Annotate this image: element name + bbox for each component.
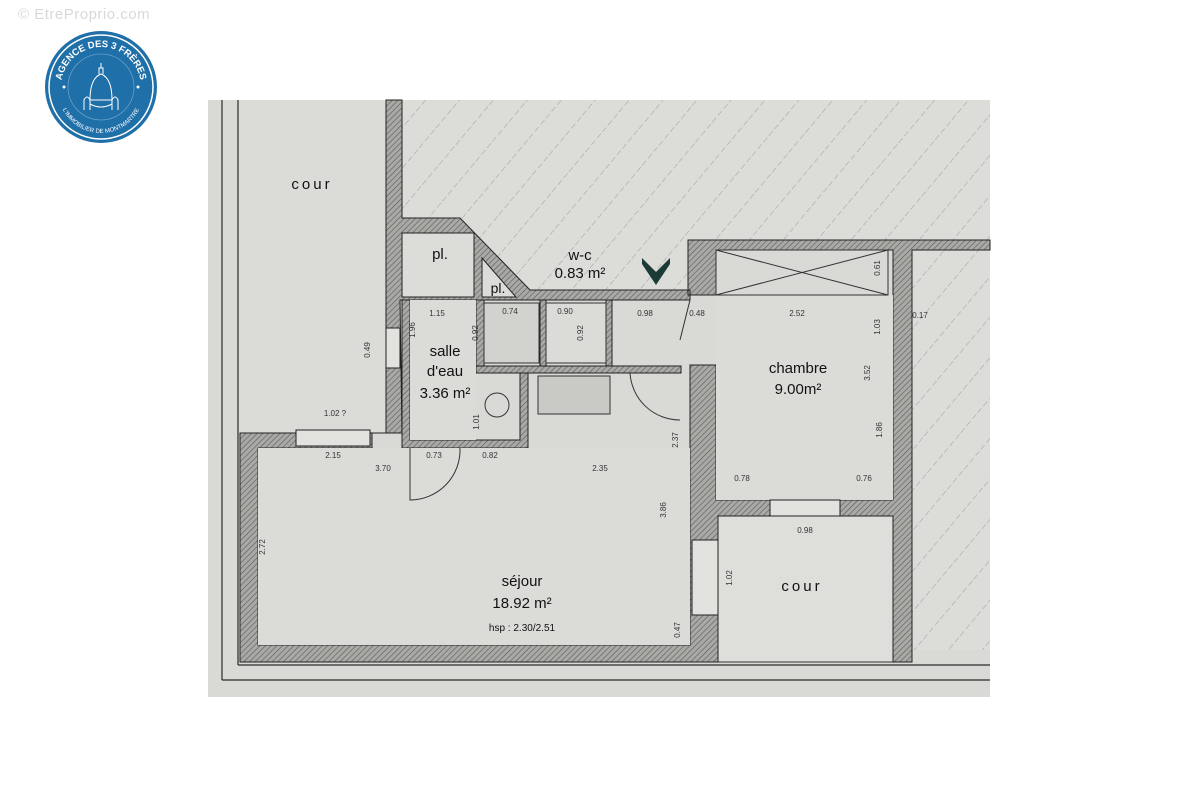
dimension-label: 0.47 <box>673 622 682 638</box>
room-label-salle-1: salle <box>430 343 461 360</box>
dimension-label: 0.98 <box>797 526 813 535</box>
salle-deau-floor <box>410 300 476 440</box>
sink <box>484 392 510 418</box>
dimension-label: 3.52 <box>863 365 872 381</box>
shower <box>483 302 540 364</box>
dimension-label: 0.17 <box>912 311 928 320</box>
placard-1 <box>401 232 475 298</box>
room-label-cour-top: cour <box>291 176 332 193</box>
dimension-label: 2.15 <box>325 451 341 460</box>
outer-lines <box>221 100 990 681</box>
entrance-arrow-icon <box>642 258 670 285</box>
sejour-floor <box>258 448 690 645</box>
dimension-label: 1.86 <box>875 422 884 438</box>
dimension-label: 2.37 <box>671 432 680 448</box>
dimension-label: 0.78 <box>734 474 750 483</box>
dimension-label: 0.92 <box>471 325 480 341</box>
dimension-label: 0.90 <box>557 307 573 316</box>
dimension-label: 3.86 <box>659 502 668 518</box>
dimension-label: 2.52 <box>789 309 805 318</box>
dimension-label: 1.02 ? <box>324 409 347 418</box>
exterior-zone-top <box>400 100 990 290</box>
dimension-label: 3.70 <box>375 464 391 473</box>
dimension-label: 0.73 <box>426 451 442 460</box>
dimension-label: 0.82 <box>482 451 498 460</box>
windows <box>295 327 841 616</box>
room-label-salle-2: d'eau <box>427 363 463 380</box>
exterior-zone-right <box>912 250 990 650</box>
courtyard-top <box>238 100 386 433</box>
dimension-label: 0.61 <box>873 260 882 276</box>
room-label-pl-2: pl. <box>491 280 506 296</box>
dimension-label: 0.92 <box>576 325 585 341</box>
kitchenette <box>537 375 611 415</box>
room-label-pl-1: pl. <box>432 246 448 263</box>
dimension-label: 1.02 <box>725 570 734 586</box>
dimension-label: 1.96 <box>408 322 417 338</box>
dimension-label: 0.49 <box>363 342 372 358</box>
placard-2 <box>481 256 518 298</box>
dimension-label: 0.48 <box>689 309 705 318</box>
sacre-coeur-icon <box>83 63 119 110</box>
dimension-label: 1.01 <box>472 414 481 430</box>
dimension-label: 1.03 <box>873 319 882 335</box>
chambre-floor <box>716 295 893 500</box>
watermark: © EtreProprio.com <box>18 6 151 23</box>
dimension-label: 0.74 <box>502 307 518 316</box>
dimension-label: 0.76 <box>856 474 872 483</box>
dimension-labels: 1.15 0.74 0.90 0.98 0.48 2.52 0.61 1.03 0.17 3.52… <box>258 260 928 638</box>
room-label-cour-bottom: cour <box>781 578 822 595</box>
room-area-salle: 3.36 m² <box>420 385 471 402</box>
room-label-chambre: chambre <box>769 360 827 377</box>
dimension-label: 2.35 <box>592 464 608 473</box>
chambre-closet <box>715 249 889 296</box>
agency-logo: AGENCE DES 3 FRÈRES L'IMMOBILIER DE MONT… <box>45 31 157 143</box>
room-area-chambre: 9.00m² <box>775 381 822 398</box>
room-area-sejour: 18.92 m² <box>492 595 551 612</box>
room-height-sejour: hsp : 2.30/2.51 <box>489 623 556 634</box>
doors <box>409 299 691 501</box>
room-label-sejour: séjour <box>502 573 543 590</box>
dimension-label: 0.98 <box>637 309 653 318</box>
dimension-label: 1.15 <box>429 309 445 318</box>
room-label-wc: w-c <box>567 247 592 264</box>
dimension-label: 2.72 <box>258 539 267 555</box>
wc-floor <box>545 302 607 364</box>
room-area-wc: 0.83 m² <box>555 265 606 282</box>
